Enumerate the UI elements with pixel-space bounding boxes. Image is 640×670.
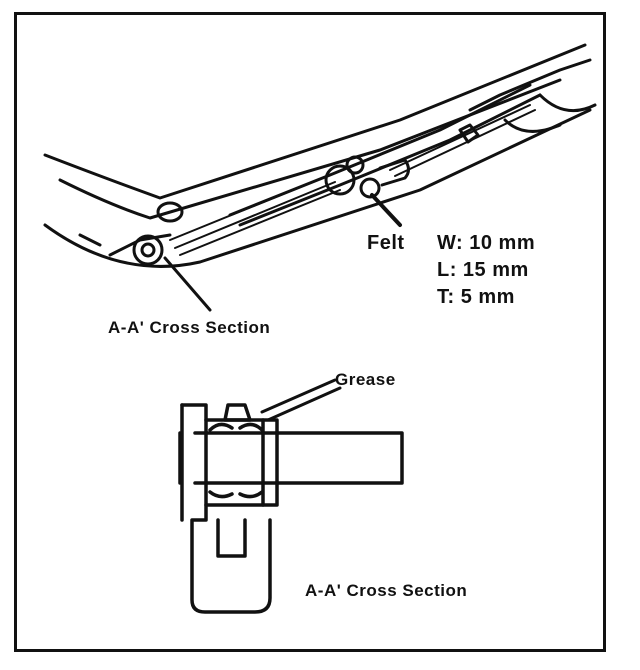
cross-section-pivot <box>178 378 404 614</box>
felt-length: L: 15 mm <box>437 259 529 281</box>
top-section-label: A-A' Cross Section <box>108 318 271 337</box>
linkage-rods <box>169 104 536 256</box>
pivot-left <box>132 201 212 312</box>
grease-label: Grease <box>335 370 396 389</box>
diagram-frame <box>14 12 606 652</box>
felt-width: W: 10 mm <box>437 232 536 254</box>
felt-label: Felt <box>367 232 405 254</box>
bottom-section-label: A-A' Cross Section <box>305 581 468 600</box>
felt-thickness: T: 5 mm <box>437 286 515 308</box>
